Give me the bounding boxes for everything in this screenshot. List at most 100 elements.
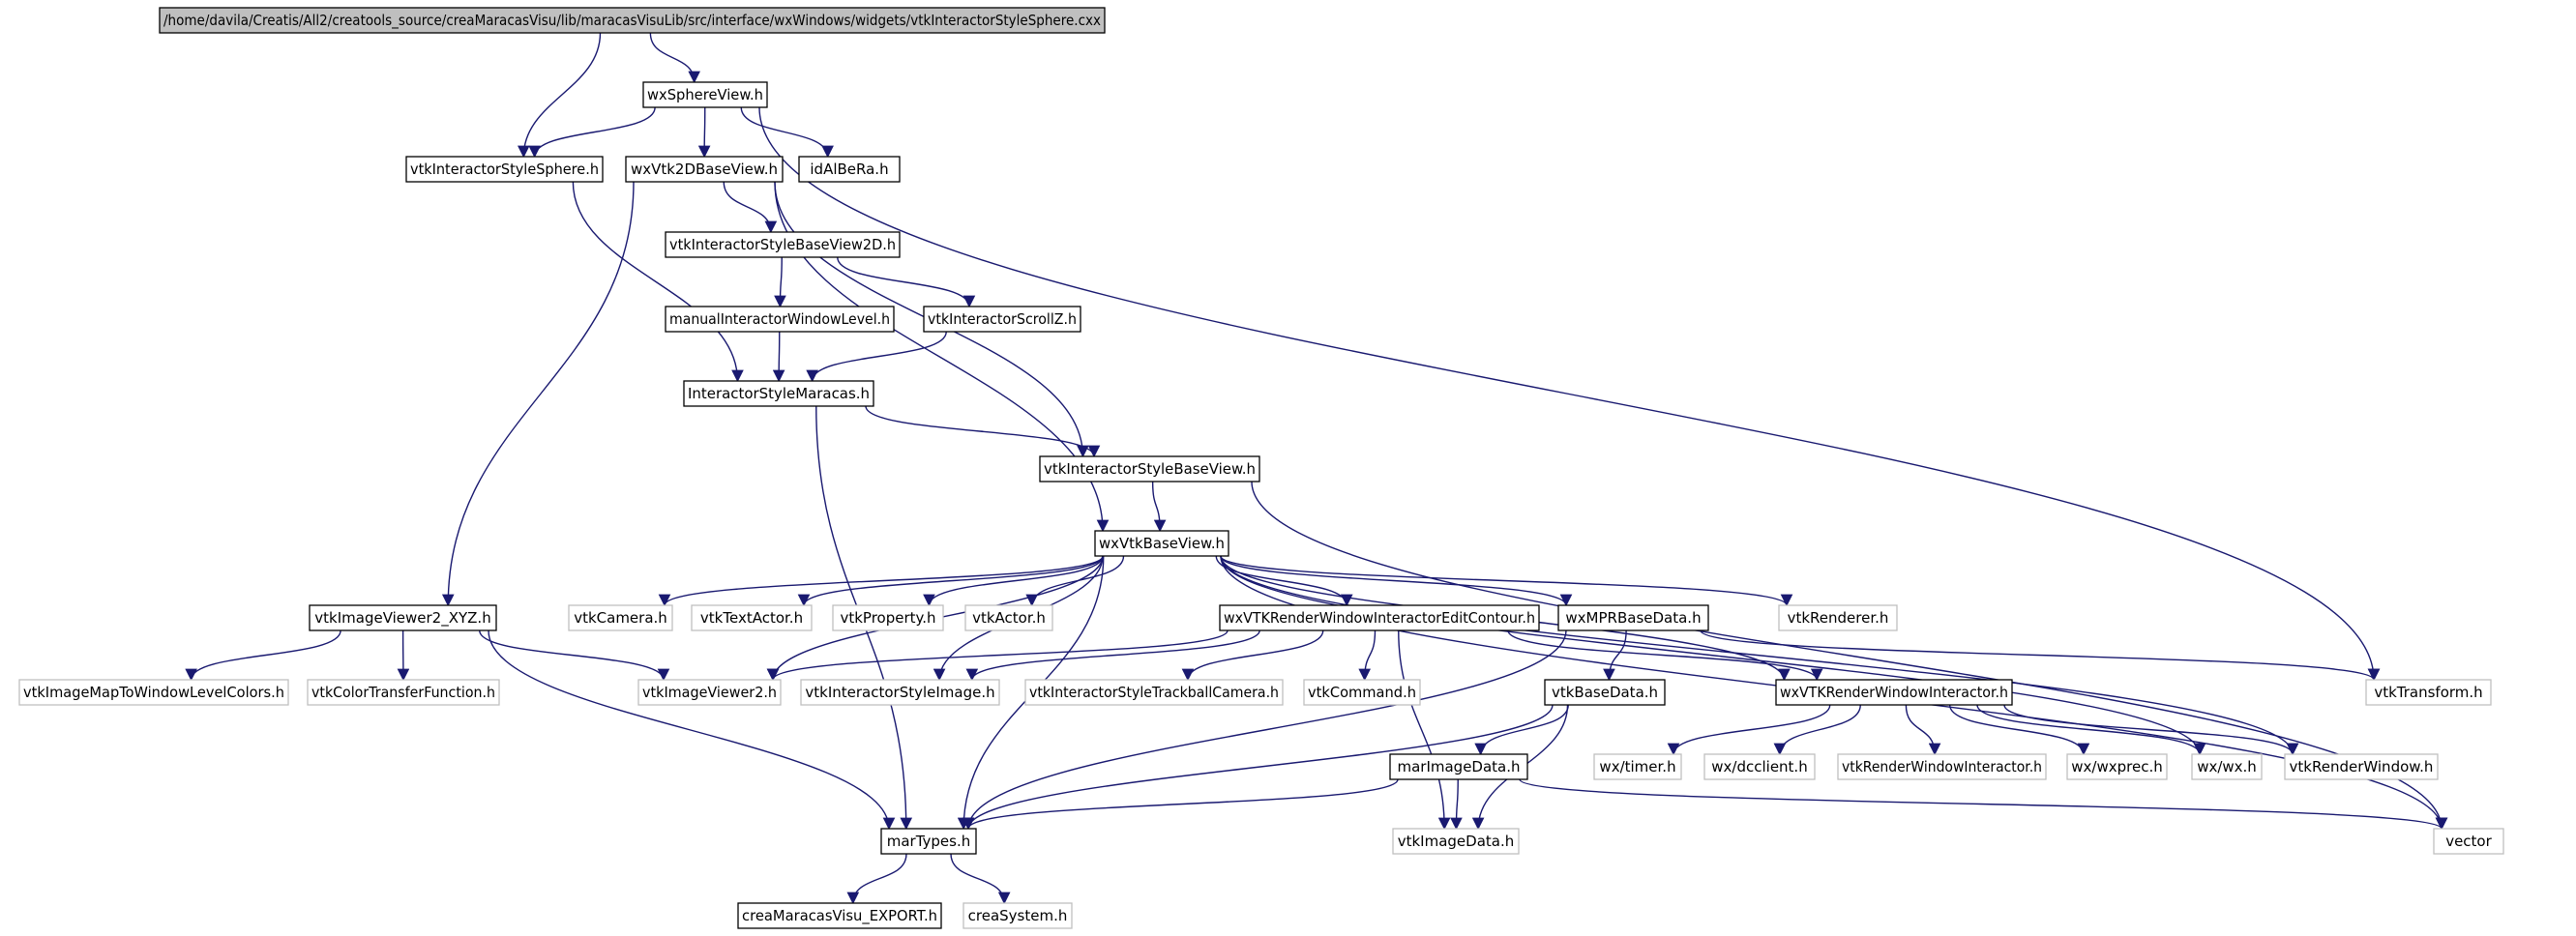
node-box-vtkISBV: [1039, 455, 1260, 483]
node-label-vtkCamera: vtkCamera.h: [574, 609, 667, 627]
node-vtkCamera[interactable]: vtkCamera.h: [568, 604, 673, 631]
node-wxVTKRWIEC[interactable]: wxVTKRenderWindowInteractorEditContour.h: [1219, 604, 1540, 631]
node-vector[interactable]: vector: [2433, 828, 2504, 855]
node-root[interactable]: /home/davila/Creatis/All2/creatools_sour…: [159, 7, 1106, 34]
edge-wxVTKRWI-to-vtkRWI: [1905, 704, 1941, 756]
node-marTypes[interactable]: marTypes.h: [880, 828, 977, 855]
node-label-wxVtkBV: wxVtkBaseView.h: [1099, 535, 1225, 552]
edge-wxVtk2D-to-vtkISBV2D: [723, 181, 778, 234]
node-label-vtkRWI: vtkRenderWindowInteractor.h: [1842, 758, 2042, 775]
node-vtkImageData[interactable]: vtkImageData.h: [1392, 828, 1520, 855]
edges-layer: [185, 32, 2448, 905]
edge-marImageData-to-vtkImageData: [1450, 778, 1463, 831]
node-wxwxprec[interactable]: wx/wxprec.h: [2066, 753, 2168, 780]
node-wxVtkBV[interactable]: wxVtkBaseView.h: [1094, 530, 1229, 557]
node-vtkISSphere[interactable]: vtkInteractorStyleSphere.h: [405, 156, 604, 183]
node-vtkIMTWLC[interactable]: vtkImageMapToWindowLevelColors.h: [18, 679, 289, 706]
edge-wxVTKRWI-to-wxwxprec: [1948, 704, 2090, 756]
node-box-wxMPRBD: [1557, 604, 1709, 631]
node-label-vtkIV2: vtkImageViewer2.h: [642, 684, 777, 701]
node-box-wxtimer: [1593, 753, 1682, 780]
node-label-wxVTKRWIEC: wxVTKRenderWindowInteractorEditContour.h: [1224, 609, 1535, 627]
edge-vtkISBV2D-to-vtkIScrollZ: [837, 256, 976, 308]
node-wxdcclient[interactable]: wx/dcclient.h: [1703, 753, 1816, 780]
node-label-marTypes: marTypes.h: [887, 833, 971, 850]
node-box-wxVTKRWI: [1775, 679, 2013, 706]
node-vtkRWI[interactable]: vtkRenderWindowInteractor.h: [1837, 753, 2047, 780]
node-creaSystem[interactable]: creaSystem.h: [962, 902, 1073, 929]
node-vtkTextActor[interactable]: vtkTextActor.h: [691, 604, 813, 631]
node-label-vtkRW: vtkRenderWindow.h: [2290, 758, 2434, 775]
node-label-vtkBaseData: vtkBaseData.h: [1552, 684, 1658, 701]
edge-marImageData-to-vector: [1519, 778, 2447, 831]
node-wxMPRBD[interactable]: wxMPRBaseData.h: [1557, 604, 1709, 631]
node-box-vtkRW: [2284, 753, 2439, 780]
node-vtkIScrollZ[interactable]: vtkInteractorScrollZ.h: [923, 306, 1081, 333]
node-manualIWL[interactable]: manualInteractorWindowLevel.h: [665, 306, 895, 333]
edge-wxVTKRWI-to-wxdcclient: [1773, 704, 1861, 756]
node-vtkCommand[interactable]: vtkCommand.h: [1303, 679, 1421, 706]
node-label-creaEXPORT: creaMaracasVisu_EXPORT.h: [742, 907, 937, 925]
node-label-vtkISBV: vtkInteractorStyleBaseView.h: [1044, 460, 1256, 478]
edge-wxVTKRWIEC-to-vtkIV2: [766, 629, 1229, 682]
node-box-vtkIMTWLC: [18, 679, 289, 706]
node-vtkIV2XYZ[interactable]: vtkImageViewer2_XYZ.h: [309, 604, 497, 631]
node-box-vtkISImage: [800, 679, 1000, 706]
edge-wxSphereView-to-wxVtk2D: [697, 106, 711, 159]
node-marImageData[interactable]: marImageData.h: [1389, 753, 1528, 780]
node-vtkRW[interactable]: vtkRenderWindow.h: [2284, 753, 2439, 780]
edge-vtkBaseData-to-marImageData: [1474, 704, 1569, 756]
edge-ISMaracas-to-vtkISBV: [865, 405, 1101, 458]
node-box-ISMaracas: [683, 380, 874, 407]
node-vtkISImage[interactable]: vtkInteractorStyleImage.h: [800, 679, 1000, 706]
edge-vtkISBV-to-wxVtkBV: [1151, 481, 1167, 533]
node-label-vtkIV2XYZ: vtkImageViewer2_XYZ.h: [314, 609, 490, 628]
edge-wxVTKRWIEC-to-vtkImageData: [1398, 629, 1451, 831]
edge-wxVTKRWIEC-to-vtkISImage: [965, 629, 1260, 682]
node-vtkISBV[interactable]: vtkInteractorStyleBaseView.h: [1039, 455, 1260, 483]
node-label-root: /home/davila/Creatis/All2/creatools_sour…: [163, 12, 1101, 30]
node-wxVTKRWI[interactable]: wxVTKRenderWindowInteractor.h: [1775, 679, 2013, 706]
node-wxVtk2D[interactable]: wxVtk2DBaseView.h: [625, 156, 784, 183]
node-vtkRenderer[interactable]: vtkRenderer.h: [1778, 604, 1898, 631]
node-wxwx[interactable]: wx/wx.h: [2191, 753, 2263, 780]
node-vtkCTF[interactable]: vtkColorTransferFunction.h: [307, 679, 500, 706]
node-vtkProperty[interactable]: vtkProperty.h: [832, 604, 944, 631]
node-box-vtkISSphere: [405, 156, 604, 183]
node-label-vtkIMTWLC: vtkImageMapToWindowLevelColors.h: [23, 684, 284, 701]
node-vtkISTC[interactable]: vtkInteractorStyleTrackballCamera.h: [1024, 679, 1284, 706]
node-ISMaracas[interactable]: InteractorStyleMaracas.h: [683, 380, 874, 407]
node-box-marImageData: [1389, 753, 1528, 780]
node-label-wxVtk2D: wxVtk2DBaseView.h: [631, 161, 778, 178]
node-label-vtkTransform: vtkTransform.h: [2374, 684, 2482, 701]
node-wxSphereView[interactable]: wxSphereView.h: [642, 81, 768, 108]
node-box-creaEXPORT: [737, 902, 942, 929]
node-vtkIV2[interactable]: vtkImageViewer2.h: [637, 679, 782, 706]
node-label-wxVTKRWI: wxVTKRenderWindowInteractor.h: [1780, 684, 2008, 701]
edge-vtkIV2XYZ-to-marTypes: [488, 629, 896, 831]
node-box-wxSphereView: [642, 81, 768, 108]
edge-root-to-wxSphereView: [649, 32, 700, 84]
node-label-wxdcclient: wx/dcclient.h: [1711, 758, 1807, 775]
node-label-marImageData: marImageData.h: [1397, 758, 1520, 775]
edge-wxMPRBD-to-marTypes: [962, 629, 1567, 831]
node-label-wxwx: wx/wx.h: [2197, 758, 2257, 775]
node-box-vtkCamera: [568, 604, 673, 631]
node-wxtimer[interactable]: wx/timer.h: [1593, 753, 1682, 780]
node-box-root: [159, 7, 1106, 34]
edge-vtkIV2XYZ-to-vtkIV2: [479, 629, 670, 682]
node-idAlBeRa[interactable]: idAlBeRa.h: [798, 156, 901, 183]
node-vtkTransform[interactable]: vtkTransform.h: [2365, 679, 2492, 706]
node-vtkActor[interactable]: vtkActor.h: [964, 604, 1053, 631]
node-label-manualIWL: manualInteractorWindowLevel.h: [669, 310, 890, 328]
node-label-idAlBeRa: idAlBeRa.h: [810, 161, 888, 178]
edge-wxVTKRWIEC-to-vtkCommand: [1358, 629, 1377, 682]
node-label-wxtimer: wx/timer.h: [1599, 758, 1675, 775]
node-box-vtkCTF: [307, 679, 500, 706]
node-creaEXPORT[interactable]: creaMaracasVisu_EXPORT.h: [737, 902, 942, 929]
node-label-vtkProperty: vtkProperty.h: [840, 609, 935, 627]
node-label-wxwxprec: wx/wxprec.h: [2071, 758, 2162, 775]
node-vtkBaseData[interactable]: vtkBaseData.h: [1544, 679, 1666, 706]
node-vtkISBV2D[interactable]: vtkInteractorStyleBaseView2D.h: [665, 231, 901, 258]
node-box-wxVtkBV: [1094, 530, 1229, 557]
